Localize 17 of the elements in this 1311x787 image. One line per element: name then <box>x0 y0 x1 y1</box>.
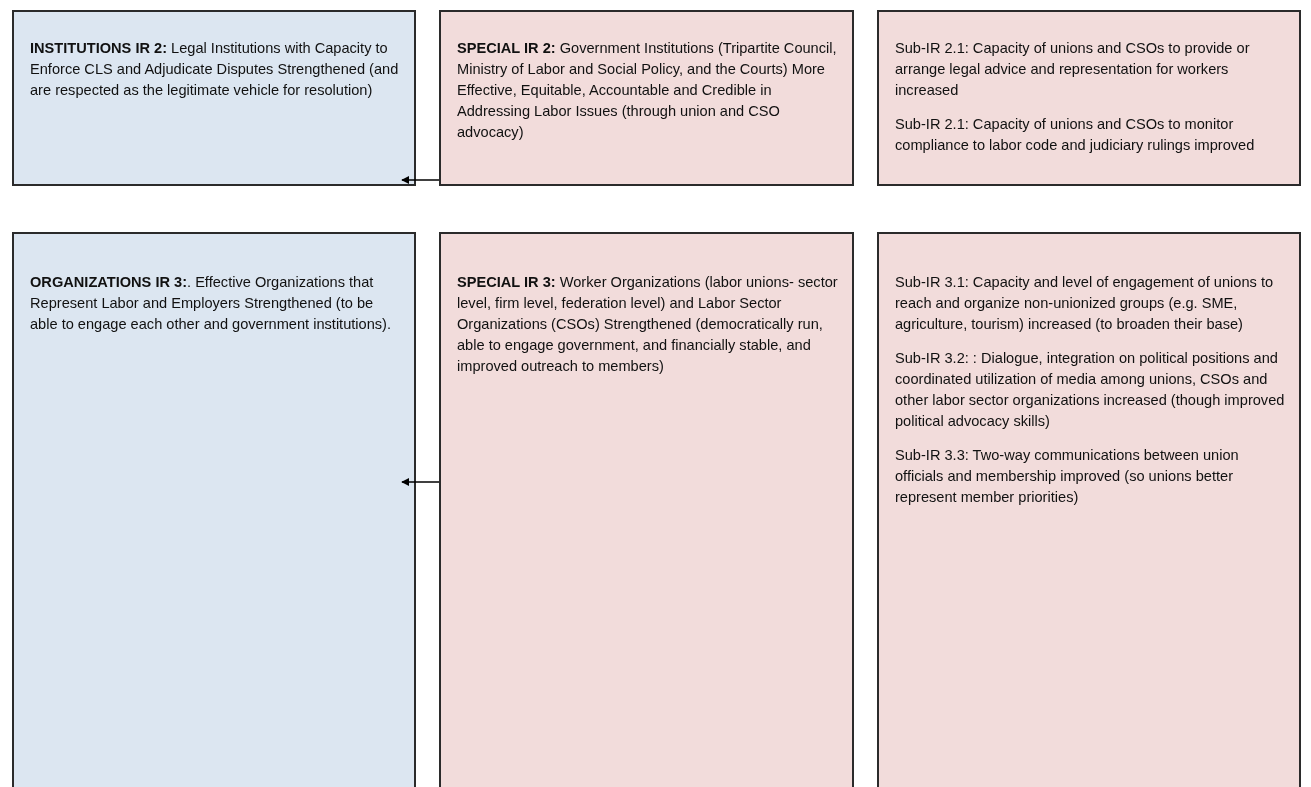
text-box <box>12 10 416 186</box>
box-text: Sub-IR 3.1: Capacity and level of engagement of unions to reach and organize non-unionized groups (e.g. SME, agriculture, tourism) increased (to broaden their base) <box>895 273 1275 334</box>
arrow <box>401 478 440 486</box>
box-text: Sub-IR 3.3: Two-way communications between union officials and membership improved (so unions better represent member priorities) <box>895 446 1240 507</box>
box-text: ORGANIZATIONS IR 3:. Effective Organizations that Represent Labor and Employers Strengthened (to be able to engage each other and government institutions). <box>30 273 393 334</box>
text-box <box>439 10 854 186</box>
box-text: Sub-IR 2.1: Capacity of unions and CSOs to monitor compliance to labor code and judiciary rulings improved <box>895 115 1256 155</box>
text-box <box>439 232 854 787</box>
text-box <box>877 10 1301 186</box>
box-text: SPECIAL IR 3: Worker Organizations (labor unions- sector level, firm level, federation level) and Labor Sector Organizations (CSOs) Strengthened (democratically run, able to engage government, and financially stable, and improved outreach to members) <box>457 273 838 376</box>
box-text: Sub-IR 2.1: Capacity of unions and CSOs to provide or arrange legal advice and representation for workers increased <box>895 39 1251 100</box>
box-text: SPECIAL IR 2: Government Institutions (Tripartite Council, Ministry of Labor and Social Policy, and the Courts) More Effective, Equitable, Accountable and Credible in Addressing Labor Issues (through union and CSO advocacy) <box>457 39 838 142</box>
text-box <box>12 232 416 787</box>
arrow <box>401 176 440 184</box>
box-text: Sub-IR 3.2: : Dialogue, integration on political positions and coordinated utilization of media among unions, CSOs and other labor sector organizations increased (though improved political advocacy skills) <box>895 349 1285 431</box>
box-text: INSTITUTIONS IR 2: Legal Institutions with Capacity to Enforce CLS and Adjudicate Disputes Strengthened (and are respected as the legitimate vehicle for resolution) <box>30 39 400 100</box>
text-box <box>877 232 1301 787</box>
